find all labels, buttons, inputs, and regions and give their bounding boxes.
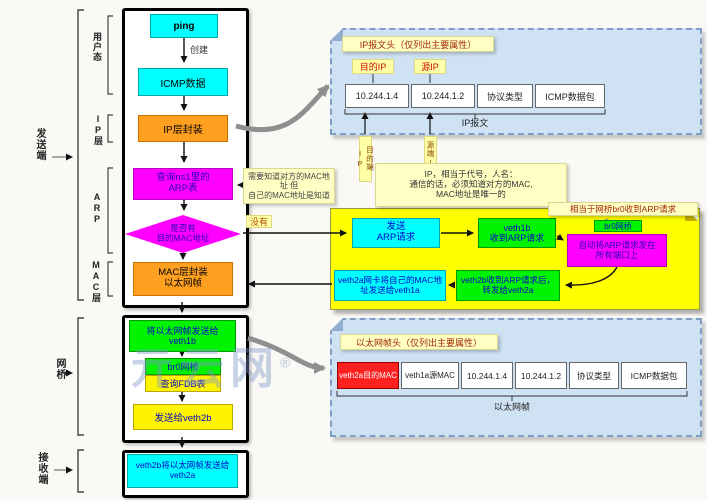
arp-table-query-step: 查询ns1里的 ARP表 <box>133 168 233 200</box>
create-arrow-label: 创建 <box>190 45 209 55</box>
need-mac-note: 需要知道对方的MAC地址 但 自己的MAC地址是知道 <box>243 168 335 204</box>
mac-layer-label: MAC层 <box>91 260 101 303</box>
eth-header-title: 以太网帧头（仅列出主要属性） <box>340 334 498 350</box>
fold-corner <box>330 318 343 331</box>
fdb-lookup-step: 查询FDB表 <box>145 375 221 392</box>
ip-meaning-note: IP，相当于代号，人名： 通信的话，必须知道对方的MAC, MAC地址是唯一的 <box>375 163 567 207</box>
bridge-side-label: 网桥 <box>54 358 65 380</box>
src-ip-label: 源IP <box>414 59 446 74</box>
bridge-recv-note: 相当于网桥br0收到ARP请求 <box>548 202 698 216</box>
send-to-veth2b-step: 发送给veth2b <box>133 404 233 430</box>
send-arp-request-step: 发送 ARP请求 <box>352 218 440 248</box>
ping-step: ping <box>150 14 218 38</box>
eth-field-payload: ICMP数据包 <box>621 362 687 389</box>
mac-encapsulation-step: MAC层封装 以太网帧 <box>133 262 233 296</box>
ip-header-title: IP报文头（仅列出主要属性） <box>342 36 494 52</box>
veth2b-receive-step: veth2b收到ARP请求后， 转发给veth2a <box>456 270 560 301</box>
fold-corner <box>330 28 343 41</box>
ip-field-payload: ICMP数据包 <box>535 84 605 108</box>
icmp-data-step: ICMP数据 <box>138 68 228 96</box>
ip-field-dest: 10.244.1.4 <box>345 84 409 108</box>
ip-encapsulation-step: IP层封装 <box>138 115 228 142</box>
eth-frame-brace-label: 以太网帧 <box>493 401 530 412</box>
br0-bridge-tag: br0网桥 <box>594 220 642 232</box>
arp-layer-label: ARP <box>92 192 102 225</box>
broadcast-arp-step: 自动将ARP请求发在 所有端口上 <box>567 234 667 267</box>
dest-ip-label: 目的IP <box>352 59 394 74</box>
send-to-veth1b-step: 将以太网帧发送给 veth1b <box>129 320 236 352</box>
eth-field-protocol: 协议类型 <box>569 362 619 389</box>
dest-ip-tag: 目的端IP <box>356 136 375 182</box>
ip-packet-brace-label: IP报文 <box>461 117 489 128</box>
eth-field-src-ip: 10.244.1.2 <box>515 362 567 389</box>
eth-field-dest-mac: veth2a目的MAC <box>337 362 399 389</box>
ip-layer-label: IP层 <box>93 114 103 146</box>
veth2a-reply-step: veth2a网卡将自己的MAC地 址发送给veth1a <box>334 270 446 301</box>
eth-field-dest-ip: 10.244.1.4 <box>461 362 513 389</box>
veth1b-receive-step: veth1b 收到ARP请求 <box>478 218 556 248</box>
user-mode-label: 用户态 <box>92 32 102 62</box>
sender-side-label: 发送端 <box>34 128 45 161</box>
receiver-side-label: 接收端 <box>36 452 47 485</box>
eth-field-src-mac: veth1a源MAC <box>401 362 459 389</box>
no-branch-label: 没有 <box>246 215 272 228</box>
veth2b-forward-step: veth2b将以太网帧发送给 veth2a <box>127 454 238 488</box>
ip-field-protocol: 协议类型 <box>477 84 533 108</box>
br0-bridge-step: br0网桥 <box>145 358 221 375</box>
ip-field-src: 10.244.1.2 <box>411 84 475 108</box>
